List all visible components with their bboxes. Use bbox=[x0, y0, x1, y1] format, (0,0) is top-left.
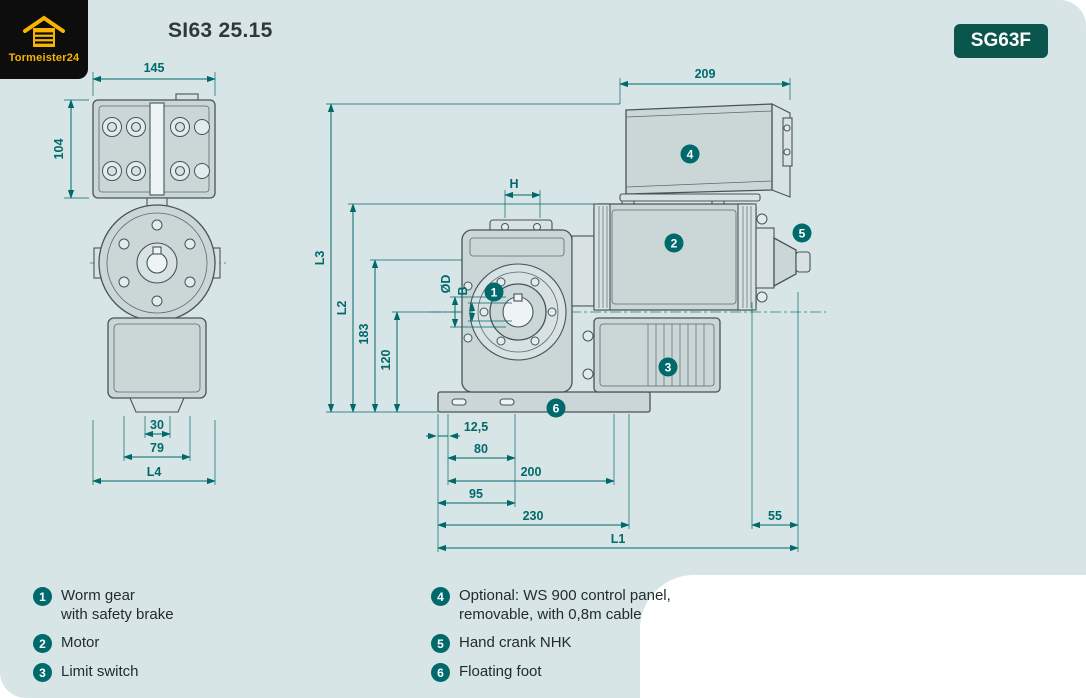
callout-2-marker: 2 bbox=[664, 233, 684, 253]
dim-209-label: 209 bbox=[695, 67, 716, 81]
dim-H-label: H bbox=[509, 177, 518, 191]
callout-3-badge: 3 bbox=[33, 663, 52, 683]
page-title: SI63 25.15 bbox=[168, 19, 273, 42]
callout-6-marker: 6 bbox=[546, 398, 566, 418]
dim-55-label: 55 bbox=[768, 509, 782, 523]
callout-6-badge: 6 bbox=[431, 663, 450, 683]
legend-item-4-line1: Optional: WS 900 control panel, bbox=[459, 587, 671, 604]
top-view-dimensions: 145 104 bbox=[52, 61, 216, 199]
dim-79-label: 79 bbox=[150, 441, 164, 455]
legend-column-left: 1 Worm gear with safety brake 2 Motor 3 … bbox=[33, 586, 323, 683]
svg-text:4: 4 bbox=[687, 148, 694, 162]
legend-column-right: 4 Optional: WS 900 control panel, remova… bbox=[431, 586, 721, 683]
legend-item-1-line2: with safety brake bbox=[61, 606, 174, 624]
front-view bbox=[90, 197, 226, 413]
dim-12-5-label: 12,5 bbox=[464, 420, 488, 434]
svg-text:3: 3 bbox=[665, 361, 672, 375]
dim-L4-label: L4 bbox=[147, 465, 162, 479]
limit-switch bbox=[582, 317, 721, 393]
dim-OD-label: ØD bbox=[439, 275, 453, 294]
callout-2-badge: 2 bbox=[33, 634, 52, 654]
hand-crank bbox=[755, 213, 811, 303]
legend-item-1-text: Worm gear with safety brake bbox=[61, 586, 174, 624]
legend-item-3: 3 Limit switch bbox=[33, 662, 323, 683]
logo-text: Tormeister24 bbox=[8, 52, 80, 64]
dim-L2-label: L2 bbox=[335, 301, 349, 316]
front-view-dimensions: 30 79 L4 bbox=[92, 416, 216, 485]
model-badge: SG63F bbox=[953, 24, 1048, 58]
callout-markers: 1 2 3 4 5 6 bbox=[484, 144, 812, 418]
legend-item-4-line2: removable, with 0,8m cable bbox=[459, 606, 642, 624]
legend-item-5-text: Hand crank NHK bbox=[459, 633, 572, 652]
side-view-dimensions: 209 H ØD B L3 L2 183 120 bbox=[313, 67, 799, 552]
callout-1-marker: 1 bbox=[484, 282, 504, 302]
dim-200-label: 200 bbox=[521, 465, 542, 479]
callout-5-marker: 5 bbox=[792, 223, 812, 243]
callout-3-marker: 3 bbox=[658, 357, 678, 377]
control-panel bbox=[619, 103, 793, 202]
svg-text:5: 5 bbox=[799, 227, 806, 241]
legend-item-3-line1: Limit switch bbox=[61, 663, 139, 681]
dim-95-label: 95 bbox=[469, 487, 483, 501]
dim-183-label: 183 bbox=[357, 324, 371, 345]
worm-gear-housing bbox=[461, 219, 573, 393]
legend-item-1: 1 Worm gear with safety brake bbox=[33, 586, 323, 624]
garage-door-icon bbox=[23, 15, 65, 47]
top-view bbox=[92, 93, 216, 199]
legend-item-6: 6 Floating foot bbox=[431, 662, 721, 683]
dim-120-label: 120 bbox=[379, 350, 393, 371]
callout-4-marker: 4 bbox=[680, 144, 700, 164]
legend-item-6-text: Floating foot bbox=[459, 662, 542, 681]
callout-4-badge: 4 bbox=[431, 587, 450, 606]
svg-text:6: 6 bbox=[553, 402, 560, 416]
dim-L1-label: L1 bbox=[611, 532, 626, 546]
legend-item-2-line1: Motor bbox=[61, 634, 100, 652]
legend: 1 Worm gear with safety brake 2 Motor 3 … bbox=[33, 586, 721, 683]
legend-item-2: 2 Motor bbox=[33, 633, 323, 654]
legend-item-3-text: Limit switch bbox=[61, 662, 139, 681]
legend-item-5: 5 Hand crank NHK bbox=[431, 633, 721, 654]
legend-item-1-line1: Worm gear bbox=[61, 587, 135, 604]
svg-text:2: 2 bbox=[671, 237, 678, 251]
side-view bbox=[430, 103, 826, 413]
dim-145-label: 145 bbox=[144, 61, 165, 75]
motor bbox=[593, 195, 757, 311]
technical-drawing: 145 104 30 79 bbox=[52, 61, 826, 552]
dim-104-label: 104 bbox=[52, 139, 66, 160]
dim-80-label: 80 bbox=[474, 442, 488, 456]
dim-230-label: 230 bbox=[523, 509, 544, 523]
callout-1-badge: 1 bbox=[33, 587, 52, 606]
tormeister-logo: Tormeister24 bbox=[0, 0, 88, 79]
legend-item-6-line1: Floating foot bbox=[459, 663, 542, 681]
floating-foot bbox=[437, 391, 651, 413]
svg-text:1: 1 bbox=[491, 286, 498, 300]
legend-item-2-text: Motor bbox=[61, 633, 99, 652]
dim-30-label: 30 bbox=[150, 418, 164, 432]
callout-5-badge: 5 bbox=[431, 634, 450, 654]
coupling bbox=[571, 235, 595, 307]
legend-item-4-text: Optional: WS 900 control panel, removabl… bbox=[459, 586, 671, 624]
dim-B-label: B bbox=[456, 286, 470, 295]
bottom-right-cutout bbox=[640, 575, 1086, 698]
dim-L3-label: L3 bbox=[313, 251, 327, 266]
legend-item-5-line1: Hand crank NHK bbox=[459, 634, 572, 652]
legend-item-4: 4 Optional: WS 900 control panel, remova… bbox=[431, 586, 721, 624]
